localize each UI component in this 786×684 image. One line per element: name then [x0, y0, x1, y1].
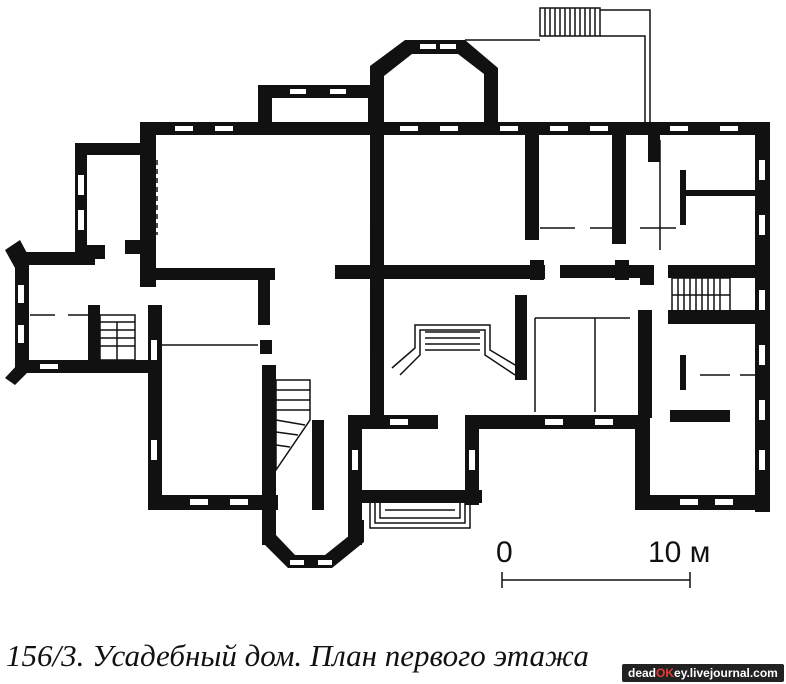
watermark-prefix: dead	[628, 666, 657, 680]
lower-bay	[262, 490, 482, 568]
windows	[18, 44, 765, 565]
scale-end-label: 10 м	[648, 536, 711, 569]
scale-start-label: 0	[496, 536, 513, 569]
watermark-suffix: ey.livejournal.com	[674, 666, 778, 680]
watermark: deadOKey.livejournal.com	[622, 664, 784, 682]
interior-walls	[155, 122, 758, 545]
partitions	[30, 140, 755, 412]
scale-bar	[501, 572, 691, 588]
caption: 156/3. Усадебный дом. План первого этажа	[6, 638, 589, 673]
watermark-accent: OK	[656, 666, 675, 680]
stairs	[99, 7, 731, 529]
dashed-openings	[147, 123, 482, 350]
